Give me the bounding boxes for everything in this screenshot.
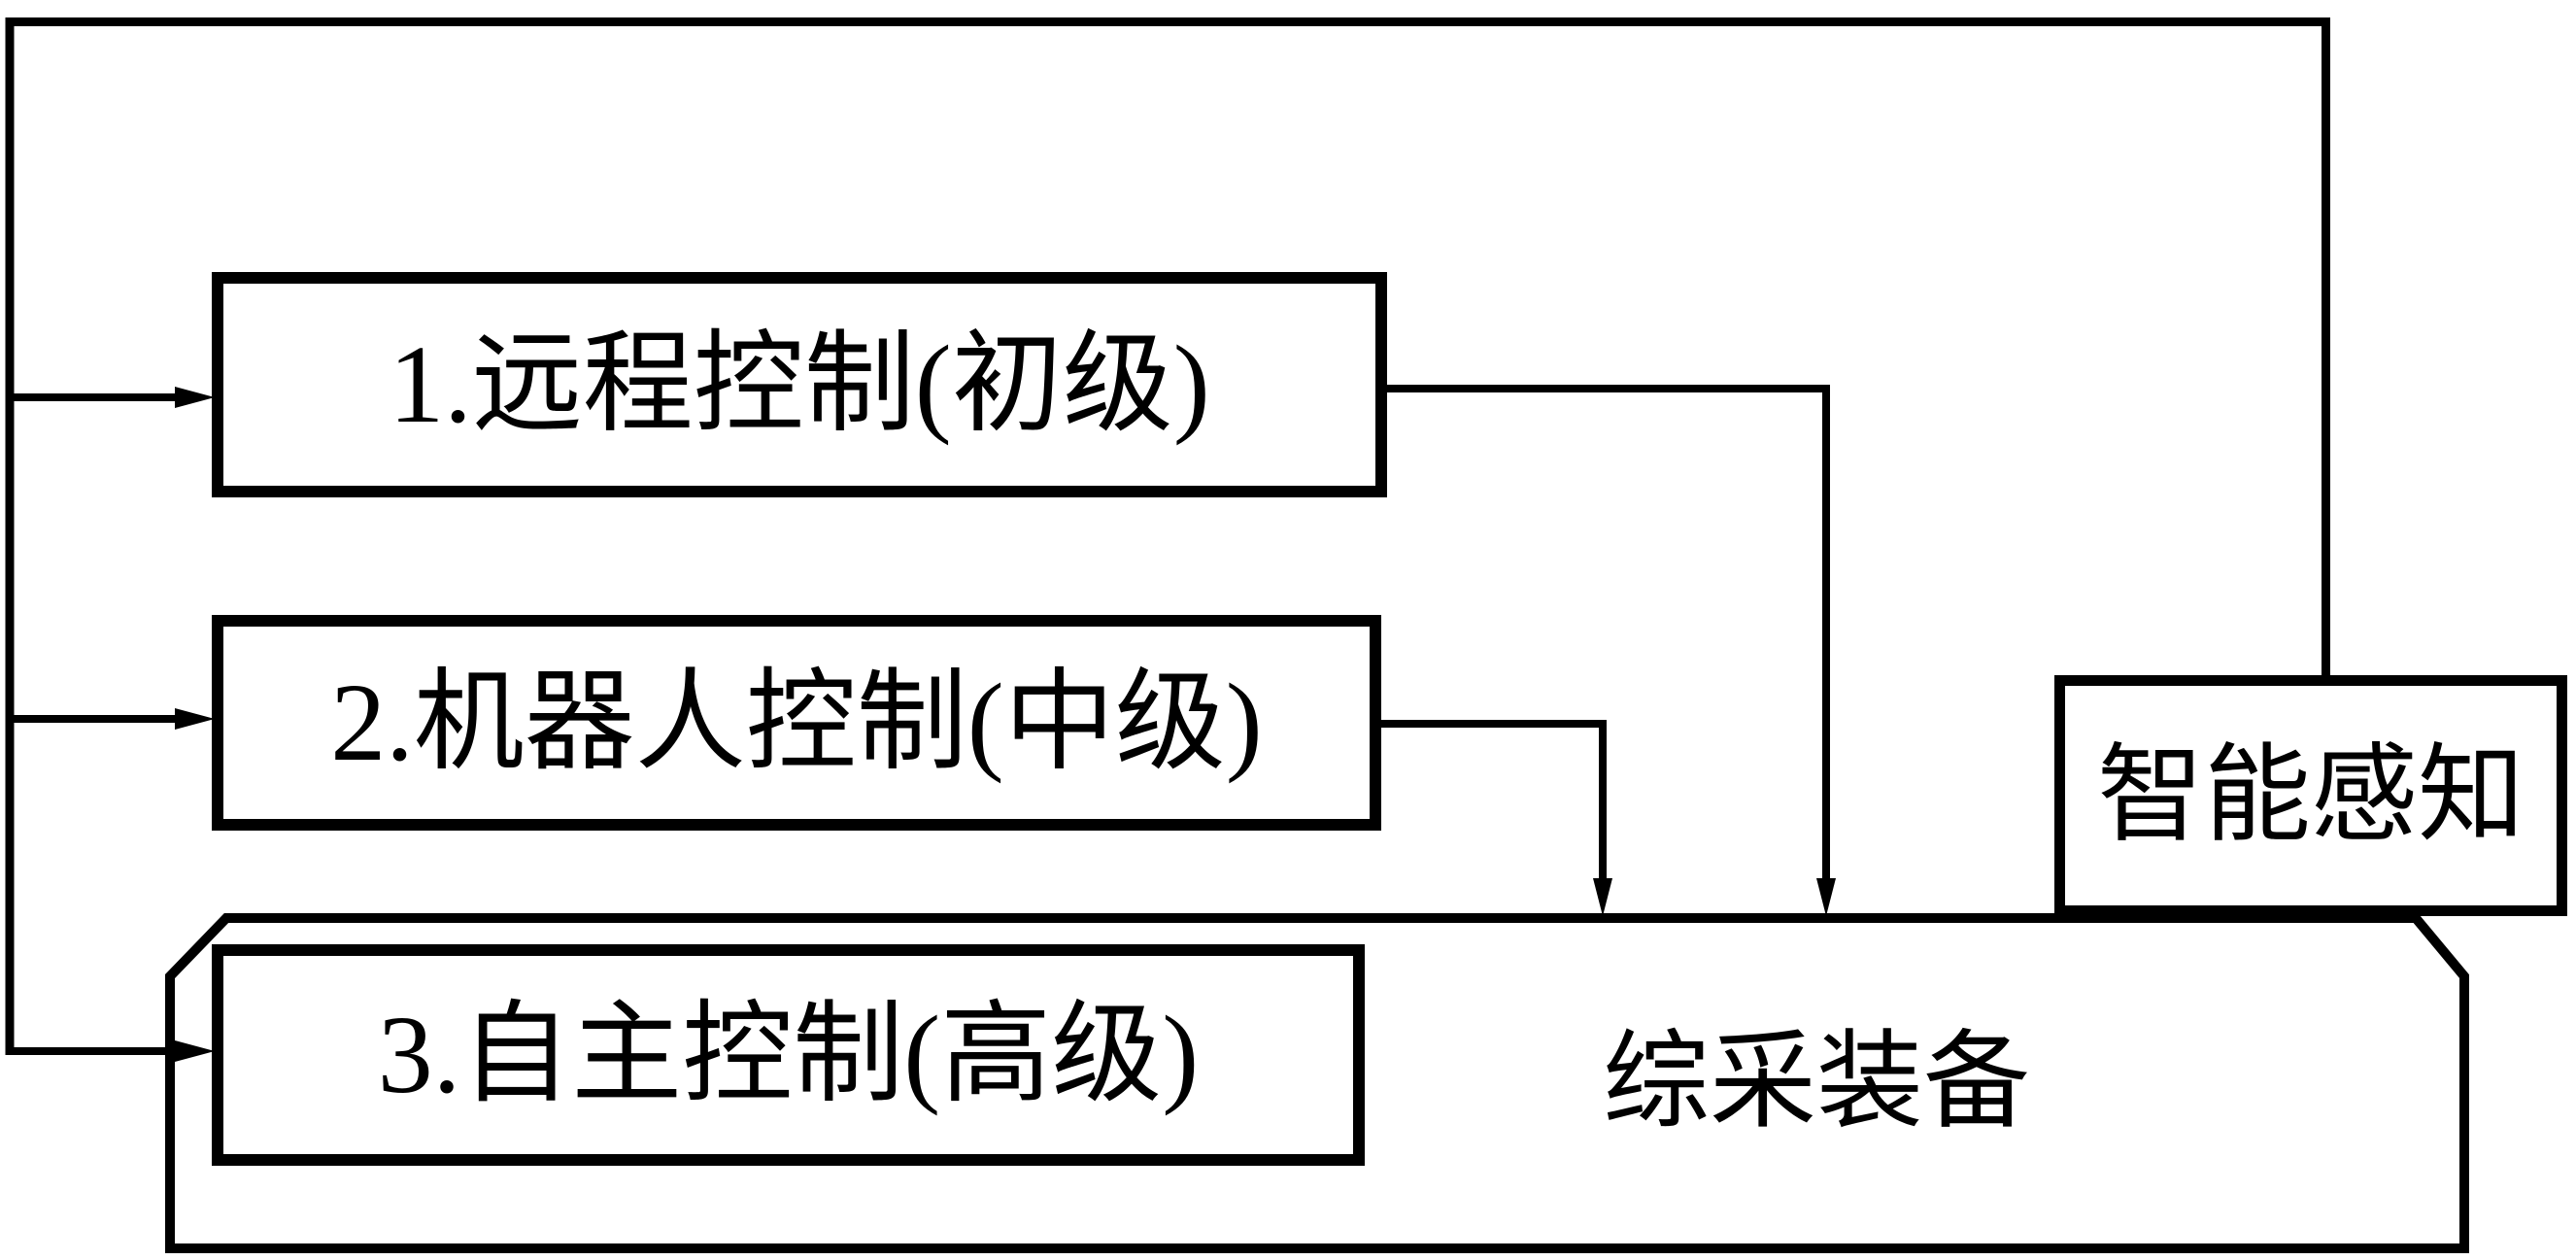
remote-control-label: 1.远程控制(初级)	[389, 323, 1210, 446]
intelligent-perception-label: 智能感知	[2097, 736, 2525, 855]
intelligent-perception-box: 智能感知	[2054, 675, 2567, 916]
remote-to-equipment-arrowhead	[1816, 878, 1836, 916]
robot-control-label: 2.机器人控制(中级)	[330, 661, 1263, 784]
feedback-loop-line	[5, 17, 2330, 1055]
arrowhead-to-robot	[175, 708, 215, 730]
remote-to-equipment-line	[1387, 385, 1830, 880]
autonomous-control-box: 3.自主控制(高级)	[212, 944, 1365, 1166]
equipment-shape-label: 综采装备	[1593, 1018, 2040, 1146]
robot-control-box: 2.机器人控制(中级)	[212, 615, 1381, 831]
remote-control-box: 1.远程控制(初级)	[212, 272, 1387, 497]
arrowhead-to-auto	[175, 1040, 215, 1062]
autonomous-control-label: 3.自主控制(高级)	[377, 993, 1200, 1116]
equipment-label-text: 综采装备	[1603, 1023, 2030, 1141]
robot-to-equipment-arrowhead	[1593, 878, 1612, 916]
arrowhead-to-remote	[175, 387, 215, 408]
robot-to-equipment-line	[1381, 720, 1607, 880]
